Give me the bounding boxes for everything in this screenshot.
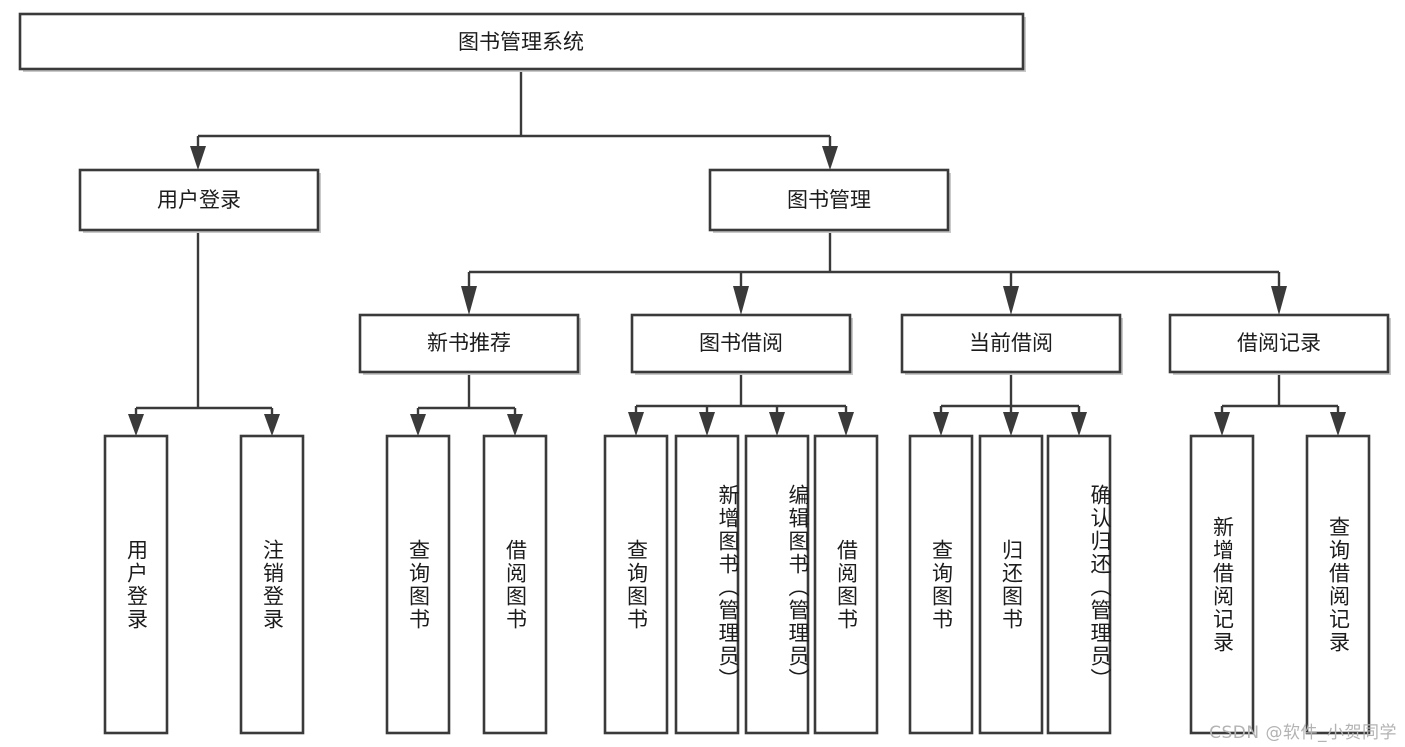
connector-group bbox=[128, 71, 1346, 436]
leaf-box-newbook-query[interactable] bbox=[385, 434, 451, 735]
leaf-box-borrow-add[interactable] bbox=[674, 434, 740, 735]
node-new-book-recommend-label: 新书推荐 bbox=[427, 331, 511, 355]
node-book-borrow-label: 图书借阅 bbox=[699, 331, 783, 355]
arrow-current-leaf-1 bbox=[933, 412, 949, 436]
arrow-record-leaf-2 bbox=[1330, 412, 1346, 436]
arrow-to-leaf-logout bbox=[264, 414, 280, 436]
arrow-to-user-login bbox=[190, 146, 206, 170]
arrow-borrow-leaf-4 bbox=[838, 412, 854, 436]
arrow-to-new-book bbox=[461, 286, 477, 315]
node-current-borrow[interactable]: 当前借阅 bbox=[900, 313, 1123, 375]
node-root[interactable]: 图书管理系统 bbox=[18, 12, 1026, 72]
arrow-current-leaf-3 bbox=[1071, 412, 1087, 436]
node-new-book-recommend[interactable]: 新书推荐 bbox=[358, 313, 581, 375]
leaf-box-borrow-edit[interactable] bbox=[744, 434, 810, 735]
arrow-to-borrow-record bbox=[1271, 286, 1287, 315]
node-book-management-label: 图书管理 bbox=[787, 188, 871, 212]
leaf-box-record-query[interactable] bbox=[1305, 434, 1371, 735]
arrow-to-book-management bbox=[822, 146, 838, 170]
leaf-box-current-confirm[interactable] bbox=[1046, 434, 1112, 735]
arrow-borrow-leaf-1 bbox=[628, 412, 644, 436]
node-book-borrow[interactable]: 图书借阅 bbox=[630, 313, 853, 375]
leaf-box-current-query[interactable] bbox=[908, 434, 974, 735]
leaf-box-logout[interactable] bbox=[239, 434, 305, 735]
arrow-newbook-leaf-1 bbox=[410, 414, 426, 436]
node-book-management[interactable]: 图书管理 bbox=[708, 168, 951, 233]
node-root-label: 图书管理系统 bbox=[458, 30, 584, 54]
node-current-borrow-label: 当前借阅 bbox=[969, 331, 1053, 355]
leaf-box-record-add[interactable] bbox=[1189, 434, 1255, 735]
leaf-box-borrow-lend[interactable] bbox=[813, 434, 879, 735]
arrow-current-leaf-2 bbox=[1003, 412, 1019, 436]
leaf-box-newbook-borrow[interactable] bbox=[482, 434, 548, 735]
arrow-to-current-borrow bbox=[1003, 286, 1019, 315]
arrow-newbook-leaf-2 bbox=[507, 414, 523, 436]
arrow-borrow-leaf-2 bbox=[699, 412, 715, 436]
leaf-box-user-login[interactable] bbox=[103, 434, 169, 735]
arrow-record-leaf-1 bbox=[1214, 412, 1230, 436]
arrow-borrow-leaf-3 bbox=[769, 412, 785, 436]
leaf-box-borrow-query[interactable] bbox=[603, 434, 669, 735]
node-borrow-record-label: 借阅记录 bbox=[1237, 331, 1321, 355]
node-user-login[interactable]: 用户登录 bbox=[78, 168, 321, 233]
leaf-box-current-return[interactable] bbox=[978, 434, 1044, 735]
leaf-box-group bbox=[103, 434, 1371, 735]
node-borrow-record[interactable]: 借阅记录 bbox=[1168, 313, 1391, 375]
arrow-to-leaf-user-login bbox=[128, 414, 144, 436]
arrow-to-book-borrow bbox=[733, 286, 749, 315]
csdn-watermark: CSDN @软件_小贺同学 bbox=[1209, 723, 1397, 743]
node-user-login-label: 用户登录 bbox=[157, 188, 241, 212]
